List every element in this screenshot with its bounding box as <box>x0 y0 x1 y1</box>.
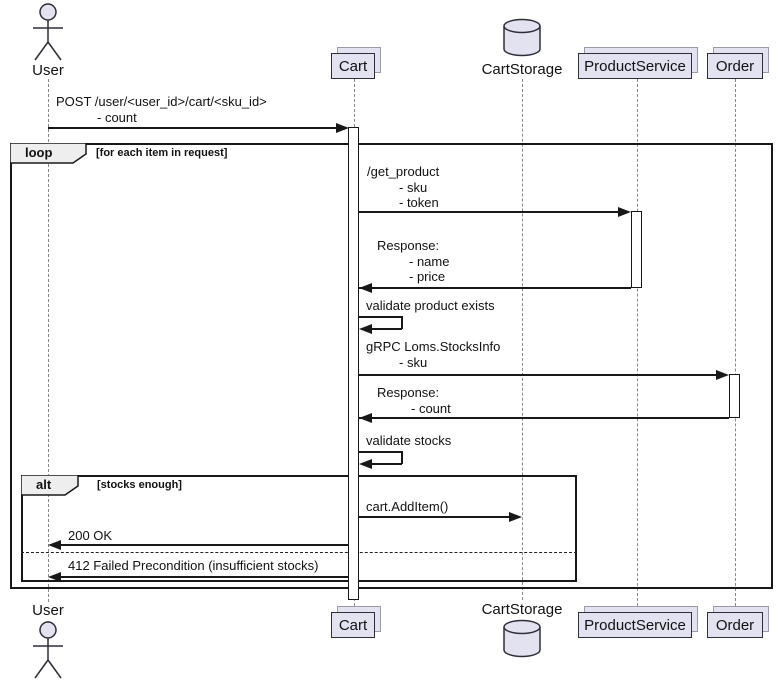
message-getproduct-response-line2: - name <box>409 254 450 269</box>
message-getproduct-response-line3: - price <box>409 269 446 284</box>
participant-order-bottom: Order <box>707 612 763 638</box>
self-validate-product-top <box>359 316 402 318</box>
participant-cartstorage-top: CartStorage <box>481 61 563 78</box>
loop-frame <box>10 143 773 589</box>
activation-cart <box>348 127 359 600</box>
message-post-arrow <box>48 127 338 129</box>
message-stocks-response-arrow <box>359 417 729 419</box>
message-additem: cart.AddItem() <box>366 499 449 514</box>
lifeline-user <box>48 79 49 602</box>
alt-frame-label: alt <box>36 477 52 492</box>
message-200ok-arrow <box>60 544 348 546</box>
message-post-arrowhead <box>336 123 349 133</box>
message-getproduct-line1: /get_product <box>367 164 440 179</box>
lifeline-order <box>735 79 736 611</box>
message-getproduct-line2: - sku <box>399 180 428 195</box>
participant-productservice-bottom: ProductService <box>578 612 692 638</box>
self-validate-stocks-bottom <box>371 463 402 465</box>
self-validate-product-side <box>401 316 403 329</box>
message-412-arrow <box>60 576 348 578</box>
message-stocksinfo-arrowhead <box>716 370 729 380</box>
message-validate-stocks: validate stocks <box>366 433 452 448</box>
activation-order <box>729 374 740 418</box>
message-stocksinfo-arrow <box>359 374 717 376</box>
lifeline-cartstorage <box>522 79 523 600</box>
loop-frame-tab <box>10 143 88 165</box>
participant-cart-bottom: Cart <box>331 612 375 638</box>
message-validate-product: validate product exists <box>366 298 495 313</box>
alt-frame <box>21 475 577 582</box>
self-validate-product-bottom <box>371 328 402 330</box>
message-412-arrowhead <box>48 572 61 582</box>
message-getproduct-response-line1: Response: <box>377 238 440 253</box>
self-validate-product-arrowhead <box>359 324 372 334</box>
message-post-line2: - count <box>97 110 137 125</box>
participant-cart-top: Cart <box>331 53 375 79</box>
message-stocksinfo-line2: - sku <box>399 355 428 370</box>
participant-cartstorage-bottom: CartStorage <box>481 601 563 618</box>
activation-productservice <box>631 211 642 288</box>
alt-frame-tab <box>21 475 81 497</box>
self-validate-stocks-top <box>359 451 402 453</box>
user-actor-icon <box>28 2 68 64</box>
loop-frame-guard: [for each item in request] <box>96 147 228 159</box>
database-icon-top <box>502 18 542 58</box>
message-getproduct-response-arrow <box>359 287 631 289</box>
participant-user-bottom: User <box>32 602 64 619</box>
participant-order-top: Order <box>707 53 763 79</box>
self-validate-stocks-arrowhead <box>359 459 372 469</box>
message-200ok-arrowhead <box>48 540 61 550</box>
message-getproduct-line3: - token <box>399 195 439 210</box>
message-412: 412 Failed Precondition (insufficient st… <box>68 558 319 573</box>
message-getproduct-response-arrowhead <box>359 283 372 293</box>
message-stocks-response-line2: - count <box>411 401 451 416</box>
message-post-line1: POST /user/<user_id>/cart/<sku_id> <box>56 94 267 109</box>
database-icon-bottom <box>502 619 542 659</box>
message-200ok: 200 OK <box>68 528 113 543</box>
loop-frame-label: loop <box>25 145 53 160</box>
alt-frame-guard: [stocks enough] <box>97 479 182 491</box>
alt-else-divider <box>21 552 577 553</box>
message-getproduct-arrowhead <box>618 207 631 217</box>
message-getproduct-arrow <box>359 211 619 213</box>
message-stocks-response-arrowhead <box>359 413 372 423</box>
user-actor-icon-bottom <box>28 620 68 682</box>
message-stocksinfo-line1: gRPC Loms.StocksInfo <box>366 339 501 354</box>
self-validate-stocks-side <box>401 451 403 464</box>
participant-user-top: User <box>32 62 64 79</box>
message-additem-arrow <box>359 516 510 518</box>
participant-productservice-top: ProductService <box>578 53 692 79</box>
message-additem-arrowhead <box>509 512 522 522</box>
message-stocks-response-line1: Response: <box>377 385 440 400</box>
lifeline-productservice <box>637 79 638 611</box>
